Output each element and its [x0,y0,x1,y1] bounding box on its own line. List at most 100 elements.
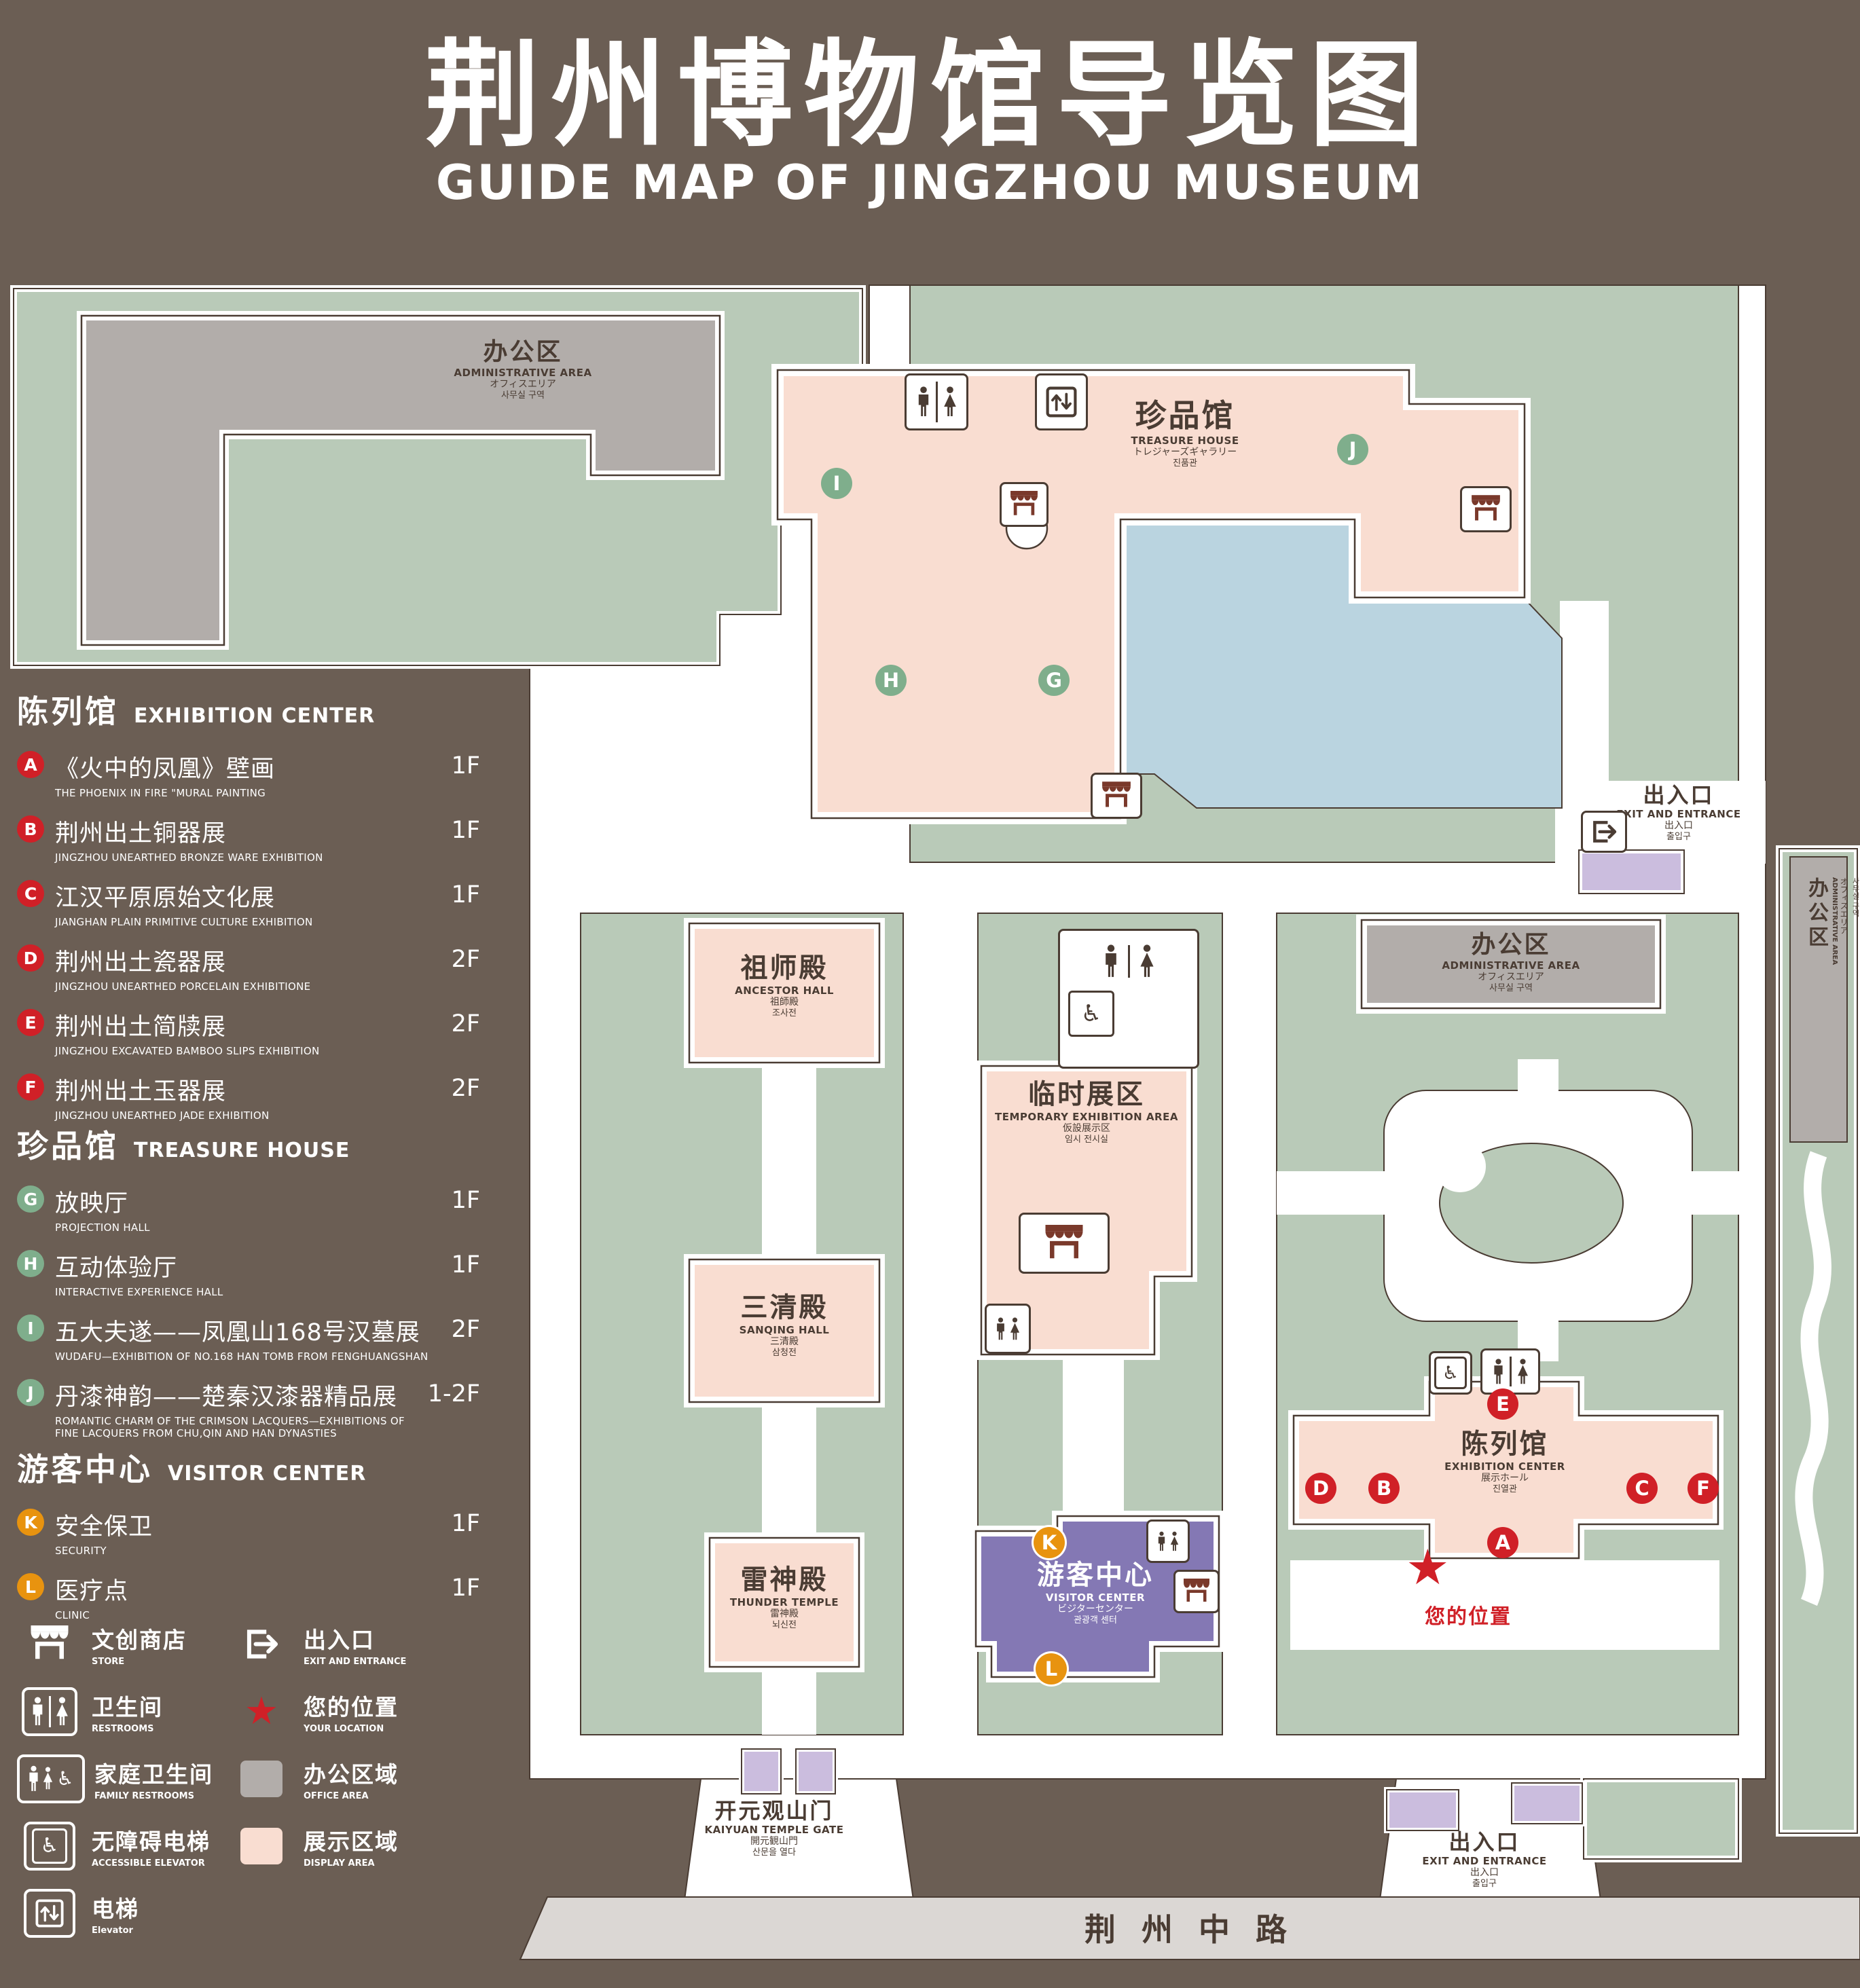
wheelchair-icon: ♿ [40,1833,59,1858]
lawn-southeast [1580,1775,1742,1862]
label-ancestor-hall: 祖师殿 ANCESTOR HALL 祖師殿 조사전 [735,953,834,1018]
exit-icon [1589,818,1619,845]
store-icon-visitor-center [1173,1570,1220,1613]
man-icon [996,1317,1006,1341]
accessible-icon: ♿ [1068,991,1114,1037]
label-kaiyuan-gate: 开元观山门 KAIYUAN TEMPLE GATE 開元観山門 산문을 열다 [704,1798,844,1858]
accessible-icon: ♿ [1434,1357,1467,1389]
woman-icon [43,1767,53,1790]
label-temporary-exhibition: 临时展区 TEMPORARY EXHIBITION AREA 仮設展示区 임시 … [995,1079,1178,1145]
label-exit-south: 出入口 EXIT AND ENTRANCE 出入口 출입구 [1422,1829,1547,1890]
divider [1127,945,1130,978]
building-admin-strip [1789,856,1848,1143]
man-icon [28,1765,39,1792]
restroom-icon [17,1687,82,1736]
marker-f: F [1688,1473,1719,1504]
badge-l: L [17,1573,44,1600]
store-icon-temporary [1019,1213,1110,1274]
badge-g: G [17,1185,44,1213]
woman-icon [56,1697,69,1727]
woman-icon [1139,944,1154,978]
store-icon [1183,1579,1210,1604]
restrooms-central: ♿ [1058,929,1199,1069]
restroom-icon-visitor-center [1146,1520,1190,1563]
marker-d: D [1305,1473,1336,1504]
restroom-icon-treasure [905,373,968,430]
store-icon-treasure-2 [1091,773,1142,819]
legend-section-header: 陈列馆 EXHIBITION CENTER [17,693,376,730]
strip-east [1776,845,1860,1837]
road-jingzhou-middle [519,1896,1860,1960]
label-road: 荆州中路 [1084,1911,1313,1948]
marker-j: J [1337,434,1368,465]
exit-icon [229,1626,294,1662]
label-thunder-temple: 雷神殿 THUNDER TEMPLE 雷神殿 뇌신전 [729,1564,839,1630]
divider [935,382,938,422]
store-icon-treasure-1 [1000,482,1048,527]
garden [1277,1059,1740,1361]
marker-l: L [1036,1653,1067,1685]
store-icon [1044,1225,1084,1262]
restroom-icon-temporary [985,1304,1031,1354]
display-area-swatch [229,1827,294,1864]
badge-e: E [17,1009,44,1036]
strip-path [1795,1151,1831,1606]
elevator-icon-treasure [1035,373,1088,430]
marker-e: E [1487,1388,1518,1420]
elevator-icon [17,1888,82,1938]
label-sanqing-hall: 三清殿 SANQING HALL 三清殿 삼청전 [739,1292,830,1358]
marker-a: A [1487,1527,1518,1558]
path-center-corridor [1063,1355,1124,1517]
badge-i: I [17,1314,44,1342]
woman-icon [1170,1531,1179,1552]
family-restroom-icon: ♿ [17,1754,85,1803]
man-icon [917,386,930,418]
badge-j: J [17,1379,44,1406]
store-icon [1471,495,1501,523]
label-exit-northeast: 出入口 EXIT AND ENTRANCE 出入口 출입구 [1616,782,1741,843]
man-icon [1157,1531,1166,1552]
badge-f: F [17,1073,44,1101]
badge-k: K [17,1509,44,1536]
garden-island [1439,1143,1624,1264]
accessible-elevator-icon: ♿ [17,1821,82,1871]
badge-a: A [17,751,44,778]
elevator-icon [1046,386,1077,418]
label-exhibition-center: 陈列馆 EXHIBITION CENTER 展示ホール 진열관 [1444,1429,1565,1494]
badge-h: H [17,1250,44,1277]
legend-section-header: 游客中心 VISITOR CENTER [17,1451,367,1488]
badge-b: B [17,815,44,843]
wheelchair-icon: ♿ [56,1767,74,1790]
your-location-star-icon: ★ [1406,1539,1450,1596]
marker-k: K [1034,1527,1065,1558]
badge-c: C [17,880,44,907]
label-admin-west: 办公区 ADMINISTRATIVE AREA オフィスエリア 사무실 구역 [454,338,592,401]
your-location-text: 您的位置 [1425,1605,1512,1629]
exit-icon-northeast [1581,811,1627,853]
legend-section-header: 珍品馆 TREASURE HOUSE [17,1128,350,1164]
restroom-icon [1104,939,1154,984]
label-visitor-center: 游客中心 VISITOR CENTER ビジターセンター 관광객 센터 [1037,1560,1154,1625]
marker-c: C [1626,1473,1658,1504]
man-icon [1104,944,1118,978]
badge-d: D [17,944,44,972]
office-area-swatch [229,1760,294,1797]
